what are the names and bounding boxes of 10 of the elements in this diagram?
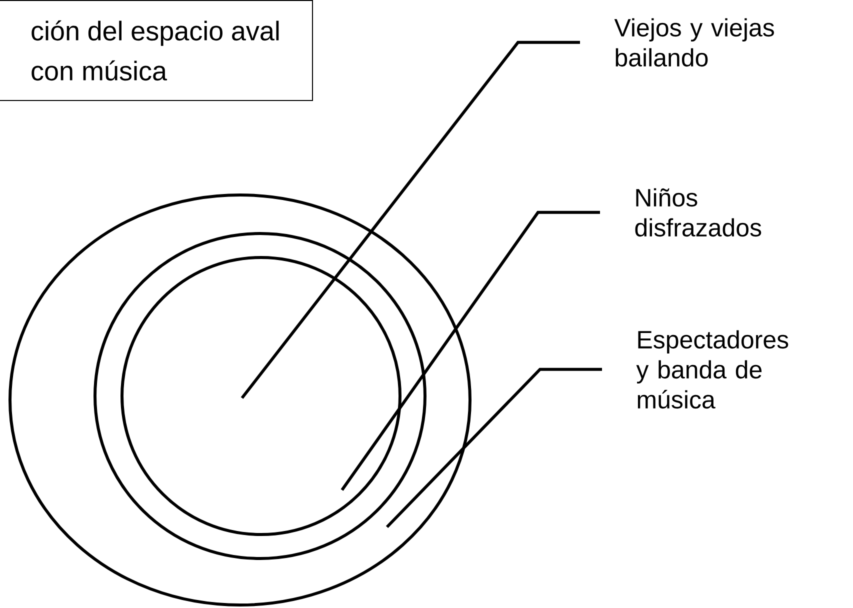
- ring: [8, 194, 472, 606]
- label-text: Niños disfrazados: [635, 188, 762, 237]
- leader-line: [240, 40, 580, 399]
- label-text: Espectadores y banda de música: [636, 330, 788, 409]
- leader-line: [340, 210, 600, 491]
- label-text: Viejos y viejas bailando: [614, 18, 774, 67]
- ring: [120, 256, 402, 536]
- ring: [94, 232, 426, 560]
- leader-line: [386, 368, 602, 528]
- text-box: ción del espacio aval con música: [0, 0, 313, 101]
